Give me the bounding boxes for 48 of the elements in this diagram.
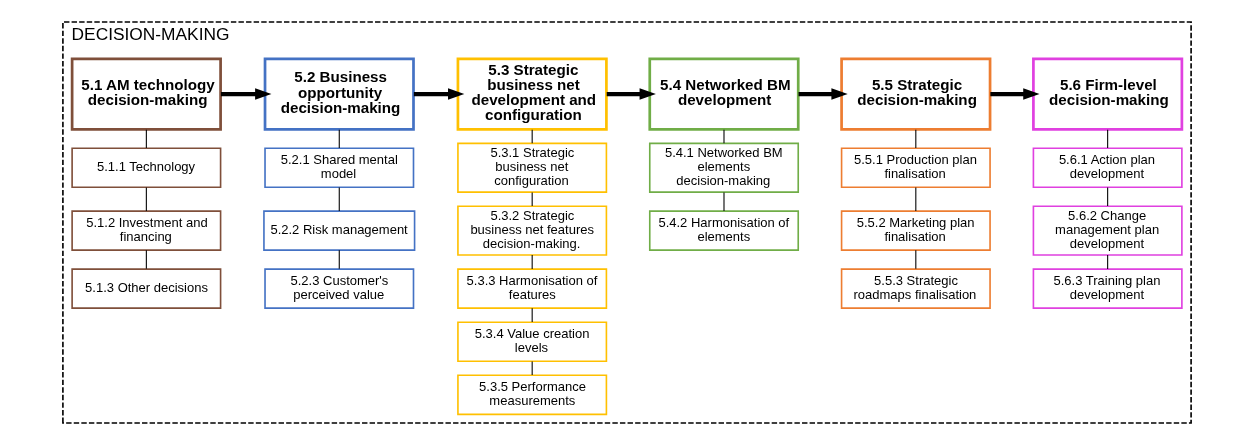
node-box: 5.5.1 Production plan finalisation [840, 146, 991, 188]
node-box: 5.2.2 Risk management [263, 209, 416, 251]
arrow [413, 87, 465, 100]
arrow [220, 87, 272, 100]
connector [145, 128, 147, 148]
node-box: 5.3.2 Strategic business net features decision-making. [457, 204, 608, 256]
node-box: 5.3.5 Performance measurements [457, 374, 608, 415]
arrow [798, 87, 848, 100]
node-box: 5.6.3 Training plan development [1032, 267, 1183, 309]
node-box: 5.3.1 Strategic business net configuration [457, 142, 608, 193]
arrow [606, 87, 656, 100]
node-box: 5.5.2 Marketing plan finalisation [840, 209, 991, 251]
connector [338, 128, 340, 148]
connector [145, 186, 147, 212]
connector [338, 249, 340, 269]
node-box: 5.6.1 Action plan development [1032, 146, 1183, 188]
connector [145, 249, 147, 269]
node-box: 5.6.2 Change management plan development [1032, 204, 1183, 256]
node-box: 5.1.1 Technology [71, 146, 222, 188]
connector [1107, 186, 1109, 206]
connector [723, 191, 725, 211]
node-box: 5.2.3 Customer's perceived value [264, 267, 415, 309]
node-box: 5.1 AM technology decision-making [70, 57, 222, 131]
connector [915, 249, 917, 269]
node-box: 5.2 Business opportunity decision-making [263, 57, 415, 131]
node-box: 5.2.1 Shared mental model [264, 146, 415, 188]
arrow [990, 87, 1040, 100]
node-box: 5.3.3 Harmonisation of features [457, 267, 608, 309]
node-box: 5.4.2 Harmonisation of elements [648, 209, 800, 251]
connector [531, 191, 533, 206]
connector [531, 254, 533, 270]
node-box: 5.3.4 Value creation levels [457, 320, 608, 362]
connector [915, 186, 917, 212]
node-box: 5.1.2 Investment and financing [71, 209, 222, 251]
node-box: 5.5 Strategic decision-making [840, 57, 992, 131]
node-box: 5.1.3 Other decisions [71, 267, 222, 309]
connector [1107, 254, 1109, 270]
connector [915, 128, 917, 148]
connector [723, 128, 725, 144]
node-box: 5.6 Firm-level decision-making [1032, 57, 1184, 131]
connector [1107, 128, 1109, 148]
node-box: 5.3 Strategic business net development and configuration [456, 57, 608, 131]
connector [531, 307, 533, 322]
node-box: 5.5.3 Strategic roadmaps finalisation [840, 267, 991, 309]
connector [531, 360, 533, 376]
node-box: 5.4.1 Networked BM elements decision-making [648, 142, 800, 193]
connector [338, 186, 340, 212]
node-box: 5.4 Networked BM development [648, 57, 800, 131]
